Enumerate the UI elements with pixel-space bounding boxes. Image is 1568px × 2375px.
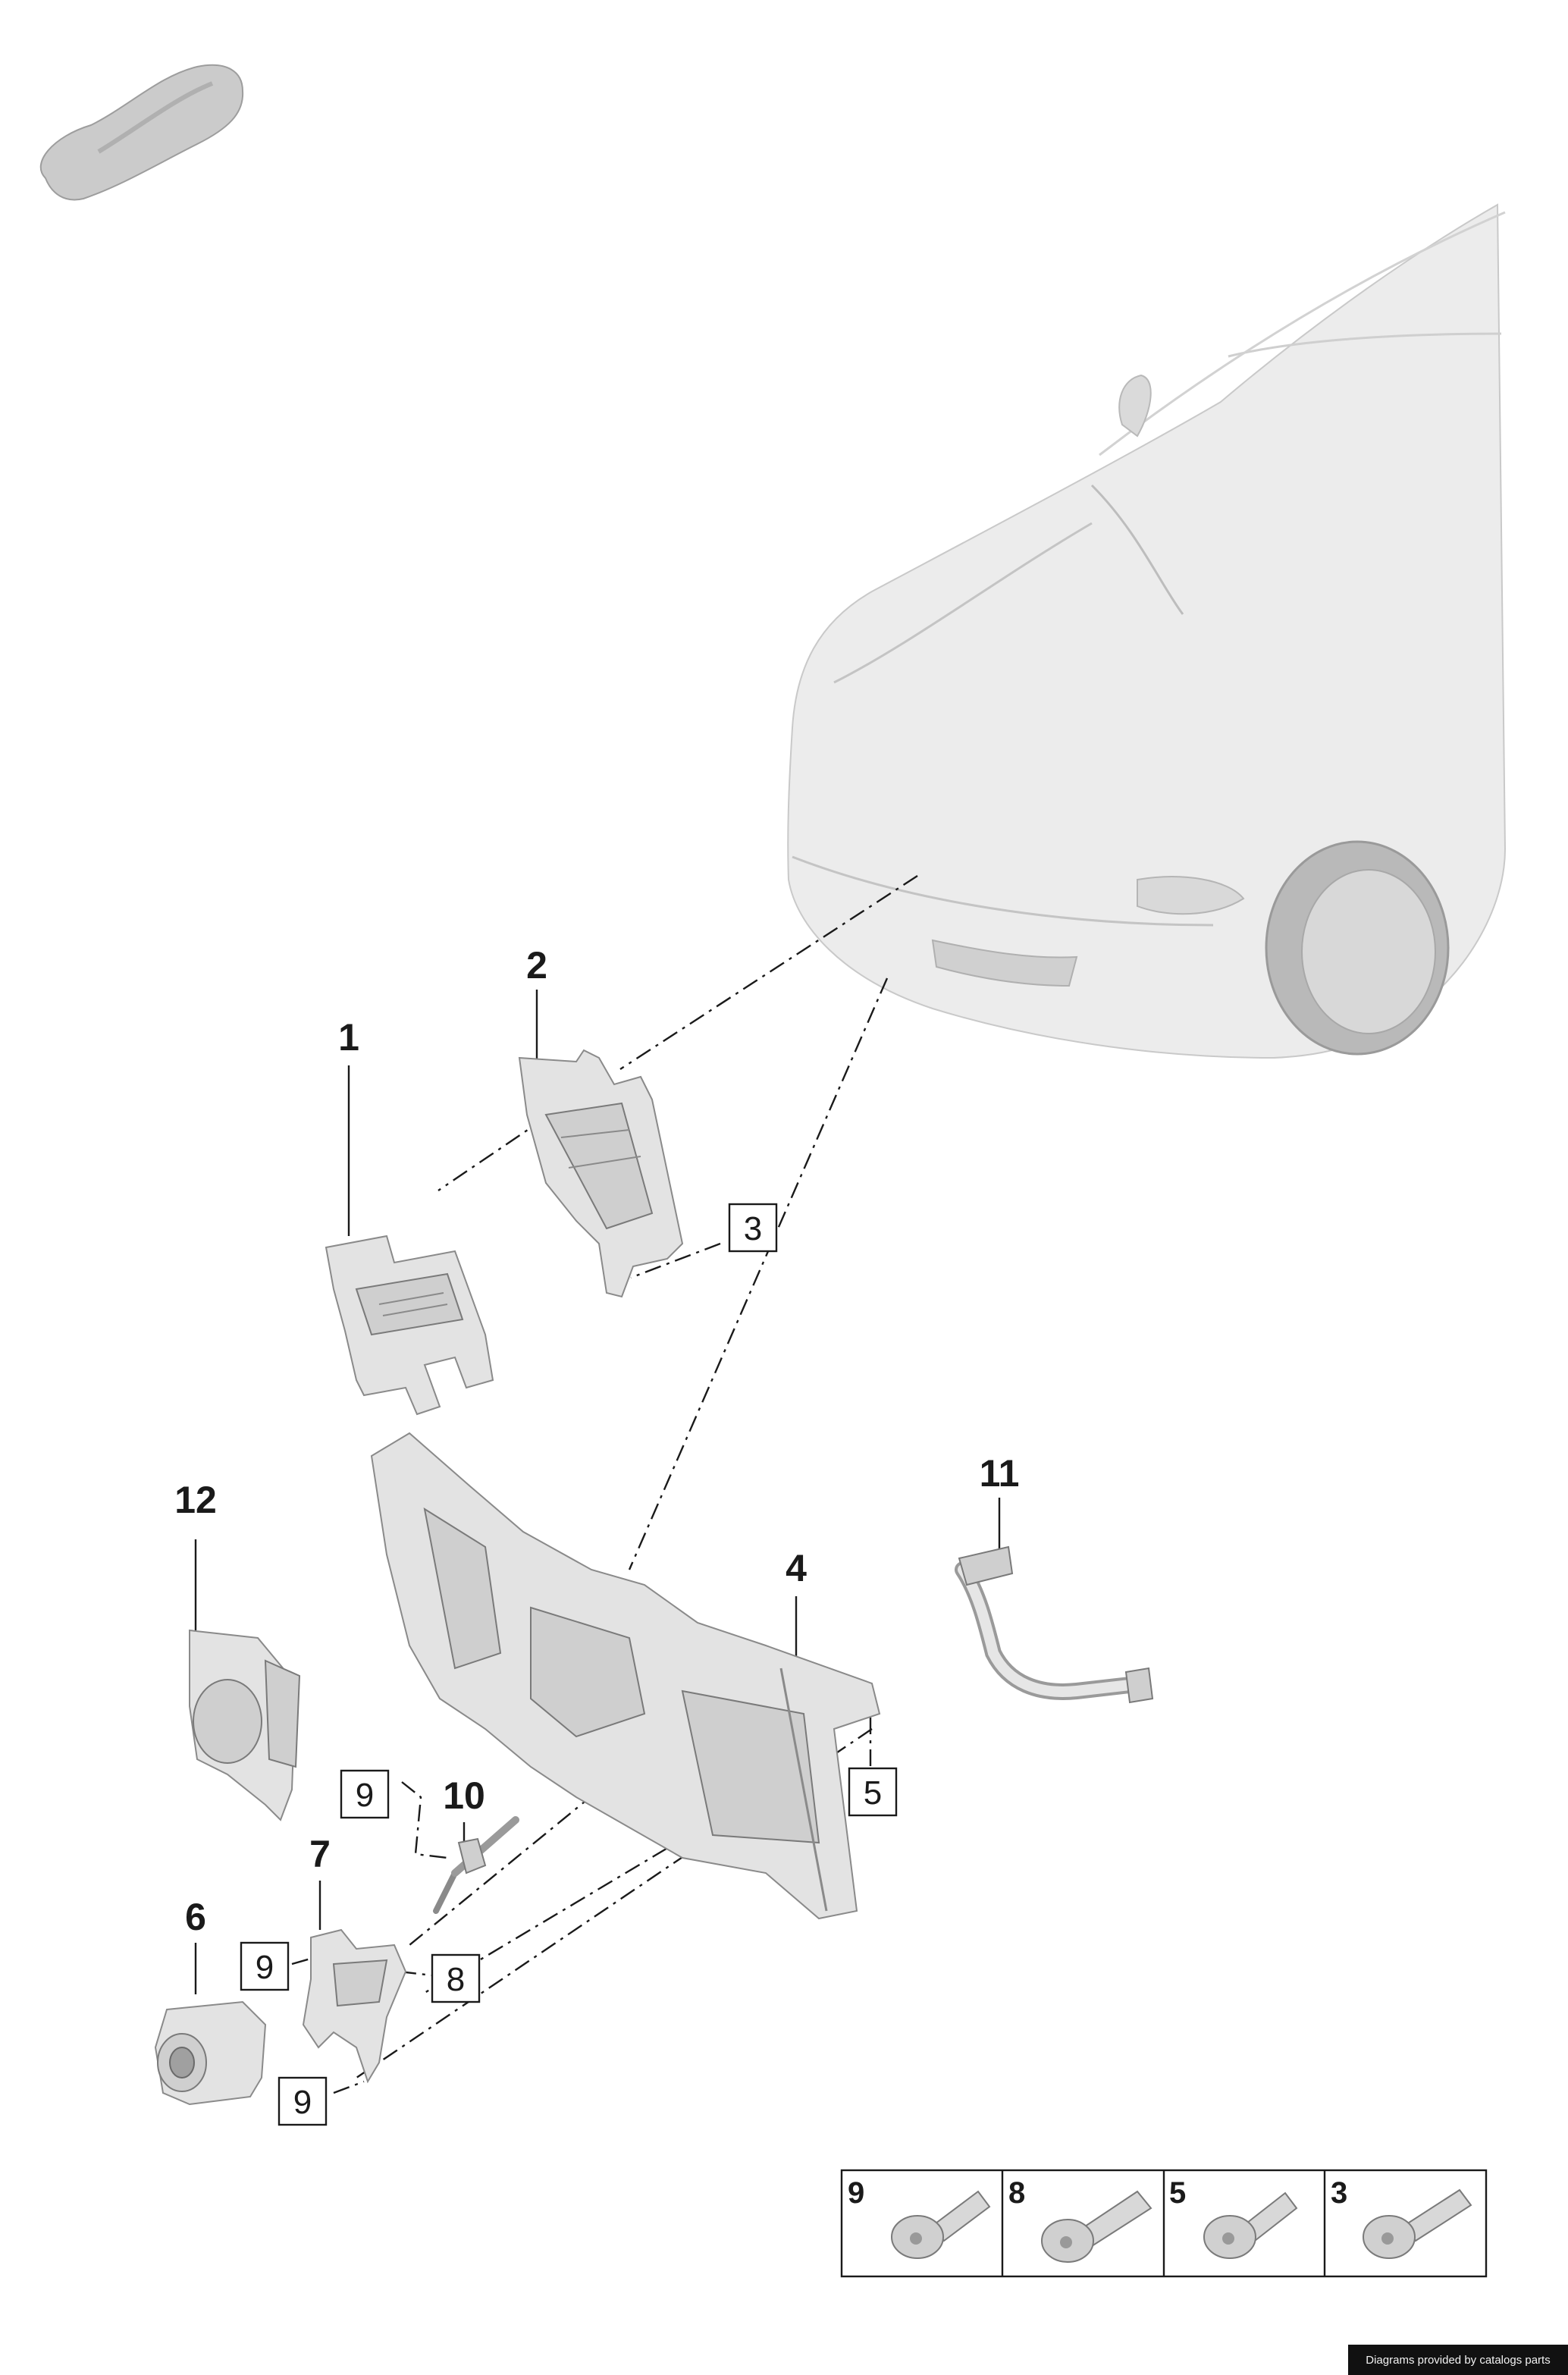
boxed-label-8: 8 xyxy=(431,1953,481,2003)
boxed-label-5: 5 xyxy=(848,1767,898,1817)
boxed-label-9-bottom: 9 xyxy=(278,2076,328,2126)
svg-text:9: 9 xyxy=(293,2084,312,2121)
callout-6: 6 xyxy=(185,1896,206,1938)
callout-11: 11 xyxy=(980,1452,1020,1495)
part-11-hose xyxy=(955,1545,1154,1704)
svg-text:9: 9 xyxy=(848,2176,864,2210)
svg-text:8: 8 xyxy=(1008,2176,1025,2210)
fastener-cell-9: 9 xyxy=(848,2176,991,2259)
fastener-table: 9 8 5 3 xyxy=(840,2169,1488,2278)
part-10-sensor xyxy=(433,1816,519,1914)
callout-10: 10 xyxy=(443,1774,485,1817)
fastener-cell-3: 3 xyxy=(1331,2176,1472,2259)
fastener-cell-5: 5 xyxy=(1169,2176,1298,2259)
part-2-bracket xyxy=(518,1049,684,1298)
callout-1: 1 xyxy=(338,1016,359,1059)
callout-7: 7 xyxy=(309,1833,331,1875)
credit-badge: Diagrams provided by catalogs parts xyxy=(1348,2345,1568,2375)
callout-12: 12 xyxy=(174,1479,217,1521)
boxed-label-9-middle: 9 xyxy=(240,1941,290,1991)
svg-text:5: 5 xyxy=(1169,2176,1186,2210)
part-4-carrier xyxy=(370,1432,881,1920)
boxed-label-9-top: 9 xyxy=(340,1769,390,1819)
svg-text:9: 9 xyxy=(256,1949,274,1986)
callout-4: 4 xyxy=(786,1547,807,1589)
svg-text:5: 5 xyxy=(864,1774,882,1812)
part-6-camera xyxy=(154,2000,267,2106)
part-12-sensor xyxy=(189,1629,301,1821)
part-7-holder xyxy=(302,1928,407,2084)
svg-text:8: 8 xyxy=(447,1961,465,1998)
svg-text:9: 9 xyxy=(356,1777,374,1814)
svg-text:3: 3 xyxy=(1331,2176,1347,2210)
vehicle-thumbnail-icon xyxy=(39,64,244,201)
callout-2: 2 xyxy=(526,944,547,987)
car-front-illustration xyxy=(787,203,1507,1059)
fastener-cell-8: 8 xyxy=(1008,2176,1152,2263)
svg-text:3: 3 xyxy=(744,1210,762,1247)
part-1-control-unit xyxy=(325,1235,494,1416)
boxed-label-3: 3 xyxy=(728,1203,778,1253)
